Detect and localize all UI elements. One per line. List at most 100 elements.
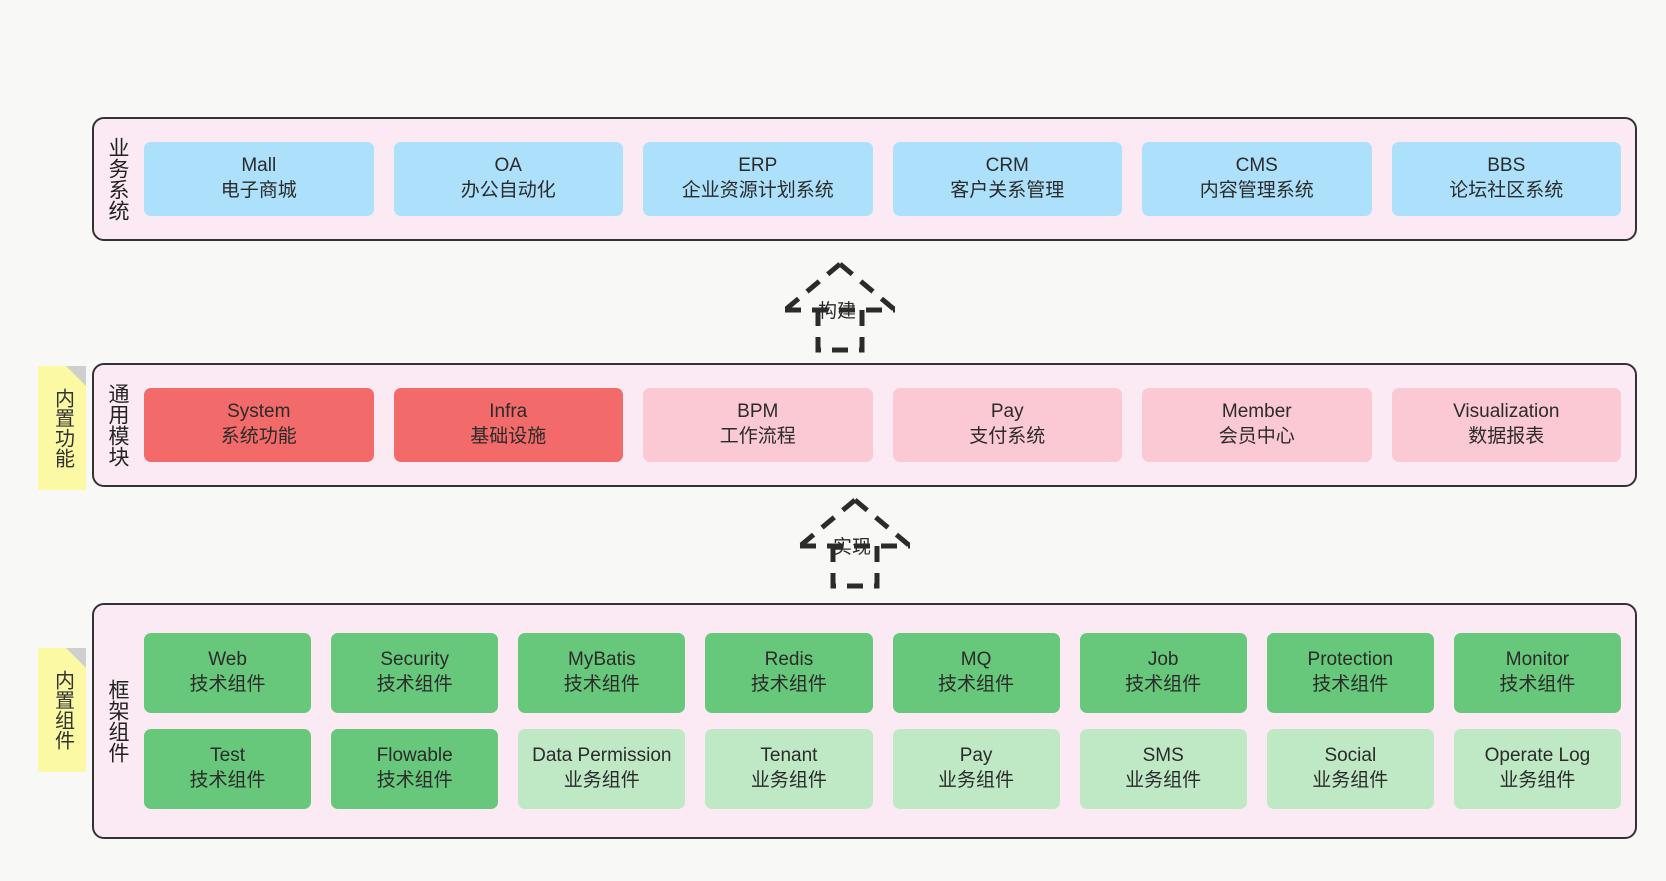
node-mq-cn: 技术组件 <box>938 674 1015 695</box>
node-mq-en: MQ <box>960 649 992 671</box>
node-social[interactable]: Social 业务组件 <box>1266 729 1434 809</box>
node-protection-en: Protection <box>1307 649 1394 671</box>
sticky-note-builtin-features: 内置功能 <box>38 366 86 490</box>
node-monitor[interactable]: Monitor 技术组件 <box>1453 633 1621 713</box>
node-visualization-en: Visualization <box>1453 401 1560 423</box>
layer-title-framework: 框架组件 <box>105 679 129 763</box>
sticky-note-builtin-components: 内置组件 <box>38 648 86 772</box>
node-test-cn: 技术组件 <box>189 770 266 791</box>
row-framework-2: Test 技术组件 Flowable 技术组件 Data Permission … <box>144 729 1621 809</box>
node-social-cn: 业务组件 <box>1312 770 1389 791</box>
node-operate-log-en: Operate Log <box>1484 745 1591 767</box>
node-visualization-cn: 数据报表 <box>1468 426 1545 447</box>
node-crm-en: CRM <box>985 155 1029 177</box>
node-web[interactable]: Web 技术组件 <box>144 633 312 713</box>
node-infra-cn: 基础设施 <box>470 426 547 447</box>
node-test-en: Test <box>210 745 245 767</box>
node-protection[interactable]: Protection 技术组件 <box>1266 633 1434 713</box>
node-bpm-cn: 工作流程 <box>719 426 796 447</box>
node-job-cn: 技术组件 <box>1125 674 1202 695</box>
node-member-en: Member <box>1221 401 1292 423</box>
node-infra[interactable]: Infra 基础设施 <box>393 388 623 462</box>
node-bpm-en: BPM <box>737 401 779 423</box>
node-redis[interactable]: Redis 技术组件 <box>705 633 873 713</box>
node-system-en: System <box>227 401 291 423</box>
node-data-permission-en: Data Permission <box>532 745 672 767</box>
node-bpm[interactable]: BPM 工作流程 <box>643 388 873 462</box>
node-sms-en: SMS <box>1142 745 1184 767</box>
node-tenant-cn: 业务组件 <box>750 770 827 791</box>
node-visualization[interactable]: Visualization 数据报表 <box>1391 388 1621 462</box>
node-flowable-en: Flowable <box>376 745 453 767</box>
node-mall-en: Mall <box>241 155 277 177</box>
node-mybatis[interactable]: MyBatis 技术组件 <box>518 633 686 713</box>
node-member[interactable]: Member 会员中心 <box>1142 388 1372 462</box>
node-redis-cn: 技术组件 <box>750 674 827 695</box>
node-member-cn: 会员中心 <box>1218 426 1295 447</box>
node-operate-log-cn: 业务组件 <box>1499 770 1576 791</box>
arrow-build-label: 构建 <box>818 301 857 322</box>
layer-body-common: System 系统功能 Infra 基础设施 BPM 工作流程 Pay 支付系统… <box>140 365 1635 485</box>
node-security-en: Security <box>380 649 449 671</box>
node-mq[interactable]: MQ 技术组件 <box>892 633 1060 713</box>
node-sms[interactable]: SMS 业务组件 <box>1079 729 1247 809</box>
node-bbs-cn: 论坛社区系统 <box>1449 180 1564 201</box>
node-redis-en: Redis <box>764 649 814 671</box>
row-business-1: Mall 电子商城 OA 办公自动化 ERP 企业资源计划系统 CRM 客户关系… <box>144 142 1621 216</box>
node-web-en: Web <box>208 649 247 671</box>
node-tenant[interactable]: Tenant 业务组件 <box>705 729 873 809</box>
node-flowable[interactable]: Flowable 技术组件 <box>331 729 499 809</box>
row-common-1: System 系统功能 Infra 基础设施 BPM 工作流程 Pay 支付系统… <box>144 388 1621 462</box>
arrow-build: 构建 <box>740 256 940 356</box>
layer-title-business: 业务系统 <box>105 137 129 221</box>
arrow-implement-label: 实现 <box>833 537 872 558</box>
layer-body-business: Mall 电子商城 OA 办公自动化 ERP 企业资源计划系统 CRM 客户关系… <box>140 119 1635 239</box>
layer-common-modules: 通用模块 System 系统功能 Infra 基础设施 BPM 工作流程 Pay… <box>92 363 1637 487</box>
node-erp-en: ERP <box>738 155 778 177</box>
layer-body-framework: Web 技术组件 Security 技术组件 MyBatis 技术组件 Redi… <box>140 605 1635 837</box>
node-infra-en: Infra <box>489 401 528 423</box>
node-cms-cn: 内容管理系统 <box>1199 180 1314 201</box>
node-data-permission[interactable]: Data Permission 业务组件 <box>518 729 686 809</box>
node-crm-cn: 客户关系管理 <box>950 180 1065 201</box>
node-monitor-en: Monitor <box>1505 649 1570 671</box>
node-mybatis-en: MyBatis <box>568 649 636 671</box>
node-system-cn: 系统功能 <box>220 426 297 447</box>
node-pay-component-cn: 业务组件 <box>938 770 1015 791</box>
node-flowable-cn: 技术组件 <box>376 770 453 791</box>
node-system[interactable]: System 系统功能 <box>144 388 374 462</box>
node-mall[interactable]: Mall 电子商城 <box>144 142 374 216</box>
row-framework-1: Web 技术组件 Security 技术组件 MyBatis 技术组件 Redi… <box>144 633 1621 713</box>
node-protection-cn: 技术组件 <box>1312 674 1389 695</box>
layer-title-common: 通用模块 <box>105 383 129 467</box>
arrow-build-icon <box>783 262 897 353</box>
node-oa[interactable]: OA 办公自动化 <box>393 142 623 216</box>
node-security-cn: 技术组件 <box>376 674 453 695</box>
node-web-cn: 技术组件 <box>189 674 266 695</box>
node-data-permission-cn: 业务组件 <box>563 770 640 791</box>
node-test[interactable]: Test 技术组件 <box>144 729 312 809</box>
node-monitor-cn: 技术组件 <box>1499 674 1576 695</box>
layer-business-systems: 业务系统 Mall 电子商城 OA 办公自动化 ERP 企业资源计划系统 CRM… <box>92 117 1637 241</box>
layer-framework-components: 框架组件 Web 技术组件 Security 技术组件 MyBatis 技术组件… <box>92 603 1637 839</box>
node-security[interactable]: Security 技术组件 <box>331 633 499 713</box>
node-erp-cn: 企业资源计划系统 <box>681 180 834 201</box>
node-bbs[interactable]: BBS 论坛社区系统 <box>1391 142 1621 216</box>
node-tenant-en: Tenant <box>760 745 818 767</box>
node-crm[interactable]: CRM 客户关系管理 <box>892 142 1122 216</box>
node-pay-module[interactable]: Pay 支付系统 <box>892 388 1122 462</box>
node-pay-component-en: Pay <box>959 745 993 767</box>
node-job-en: Job <box>1147 649 1179 671</box>
node-mybatis-cn: 技术组件 <box>563 674 640 695</box>
node-cms-en: CMS <box>1235 155 1278 177</box>
arrow-implement: 实现 <box>755 492 955 592</box>
node-pay-component[interactable]: Pay 业务组件 <box>892 729 1060 809</box>
node-social-en: Social <box>1324 745 1377 767</box>
node-erp[interactable]: ERP 企业资源计划系统 <box>643 142 873 216</box>
node-operate-log[interactable]: Operate Log 业务组件 <box>1453 729 1621 809</box>
node-oa-en: OA <box>494 155 522 177</box>
node-job[interactable]: Job 技术组件 <box>1079 633 1247 713</box>
node-sms-cn: 业务组件 <box>1125 770 1202 791</box>
node-cms[interactable]: CMS 内容管理系统 <box>1142 142 1372 216</box>
